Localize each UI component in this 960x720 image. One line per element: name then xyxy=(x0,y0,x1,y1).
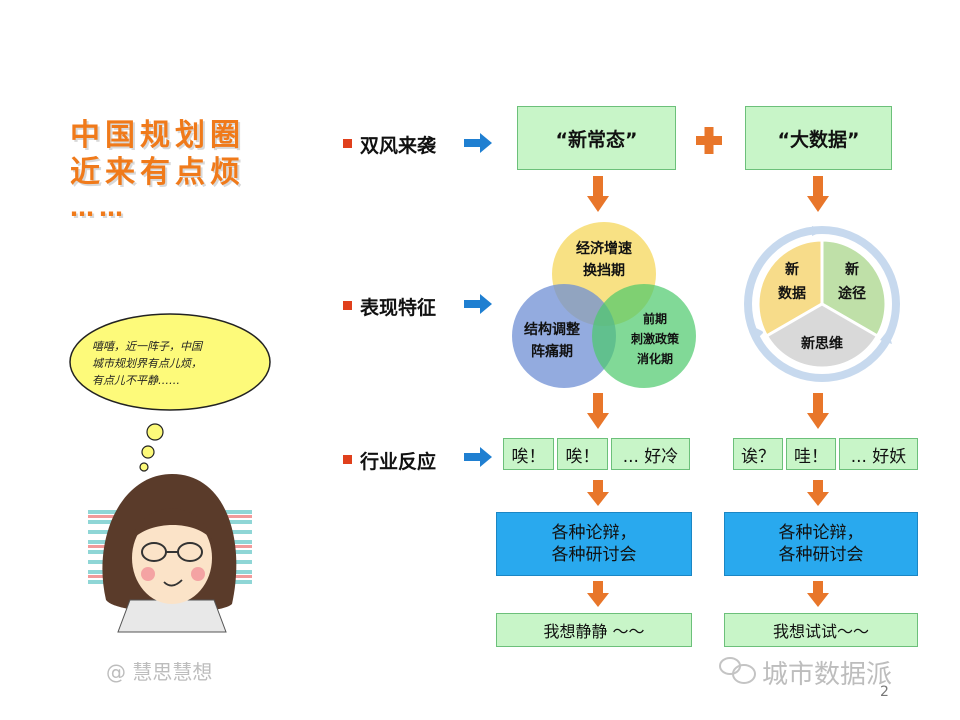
debate-left-line-1: 各种论辩， xyxy=(551,523,637,543)
title-line-1: 中国规划圈 xyxy=(70,118,245,153)
speech-cloud xyxy=(69,313,271,411)
cycle-new-data-line-1: 新 xyxy=(785,261,799,278)
venn-left-line-1: 结构调整 xyxy=(524,321,581,338)
reaction-left-3: ... 好冷 xyxy=(611,438,690,470)
down-arrow-r4 xyxy=(807,581,829,607)
thought-bubble-3 xyxy=(139,462,149,472)
reaction-left-1: 唉！ xyxy=(503,438,554,470)
blue-arrow-2 xyxy=(464,294,492,314)
row-bullet-2 xyxy=(343,301,352,310)
debate-left-line-2: 各种研讨会 xyxy=(551,545,637,565)
debate-box-left: 各种论辩， 各种研讨会 xyxy=(496,512,692,576)
new-normal-header: “新常态” xyxy=(517,106,676,170)
thought-bubble-1 xyxy=(146,423,164,441)
row-bullet-1 xyxy=(343,139,352,148)
blue-arrow-3 xyxy=(464,447,492,467)
title-line-3: …… xyxy=(70,194,128,222)
watermark-left: @ 慧思慧想 xyxy=(106,660,213,684)
venn-circle-left xyxy=(512,284,616,388)
reaction-left-2: 唉！ xyxy=(557,438,608,470)
down-arrow-l4 xyxy=(587,581,609,607)
plus-icon xyxy=(696,127,722,154)
glasses-icon xyxy=(141,542,203,562)
reaction-right-3: ... 好妖 xyxy=(839,438,918,470)
venn-left-line-2: 阵痛期 xyxy=(531,343,573,360)
venn-top-line-1: 经济增速 xyxy=(576,240,632,257)
speech-line-2: 城市规划界有点儿烦， xyxy=(92,357,202,370)
speech-text: 嘻嘻，近一阵子，中国 城市规划界有点儿烦， 有点儿不平静…… xyxy=(92,338,250,389)
row-label-3: 行业反应 xyxy=(360,451,437,473)
cycle-new-data-line-2: 数据 xyxy=(778,285,806,302)
cycle-ring-arrow-3 xyxy=(752,326,764,340)
cycle-ring-arrow-2 xyxy=(880,330,892,344)
debate-right-line-1: 各种论辩， xyxy=(778,523,864,543)
speech-line-1: 嘻嘻，近一阵子，中国 xyxy=(92,340,202,353)
thought-bubble-2 xyxy=(141,445,155,459)
debate-right-line-2: 各种研讨会 xyxy=(778,545,864,565)
down-arrow-l1 xyxy=(587,176,609,212)
down-arrow-r2 xyxy=(807,393,829,429)
reaction-right-1: 诶？ xyxy=(733,438,783,470)
cartoon-character xyxy=(88,474,252,633)
debate-box-right: 各种论辩， 各种研讨会 xyxy=(724,512,918,576)
cycle-new-path-line-1: 新 xyxy=(845,261,859,278)
venn-right-line-2: 刺激政策 xyxy=(630,331,680,346)
cycle-new-path-line-2: 途径 xyxy=(838,285,866,302)
character-cheek-right xyxy=(191,567,205,581)
venn-top-line-2: 换挡期 xyxy=(583,262,625,279)
final-box-right: 我想试试～～ xyxy=(724,613,918,647)
reaction-right-2: 哇！ xyxy=(786,438,836,470)
page-number: 2 xyxy=(880,684,889,700)
character-mouth xyxy=(163,579,183,587)
down-arrow-r1 xyxy=(807,176,829,212)
row-label-1: 双风来袭 xyxy=(360,135,437,157)
watermark-right: 城市数据派 xyxy=(762,660,893,690)
down-arrow-l3 xyxy=(587,480,609,506)
final-box-left: 我想静静 ～～ xyxy=(496,613,692,647)
venn-circle-right xyxy=(592,284,696,388)
blue-arrow-1 xyxy=(464,133,492,153)
cycle-segment-new-thinking xyxy=(764,302,880,370)
character-fringe xyxy=(132,508,212,540)
character-face xyxy=(132,512,212,604)
row-label-2: 表现特征 xyxy=(360,297,437,319)
big-data-header: “大数据” xyxy=(745,106,892,170)
venn-right-line-3: 消化期 xyxy=(637,351,673,366)
venn-right-line-1: 前期 xyxy=(643,311,667,326)
cycle-ring-arrow-1 xyxy=(812,226,826,236)
cycle-new-thinking: 新思维 xyxy=(801,335,843,352)
character-shirt xyxy=(117,599,227,633)
title-line-2: 近来有点烦 xyxy=(70,155,245,190)
wechat-icon xyxy=(719,657,756,684)
row-bullet-3 xyxy=(343,455,352,464)
character-cheek-left xyxy=(141,567,155,581)
down-arrow-r3 xyxy=(807,480,829,506)
speech-line-3: 有点儿不平静…… xyxy=(92,374,180,387)
down-arrow-l2 xyxy=(587,393,609,429)
